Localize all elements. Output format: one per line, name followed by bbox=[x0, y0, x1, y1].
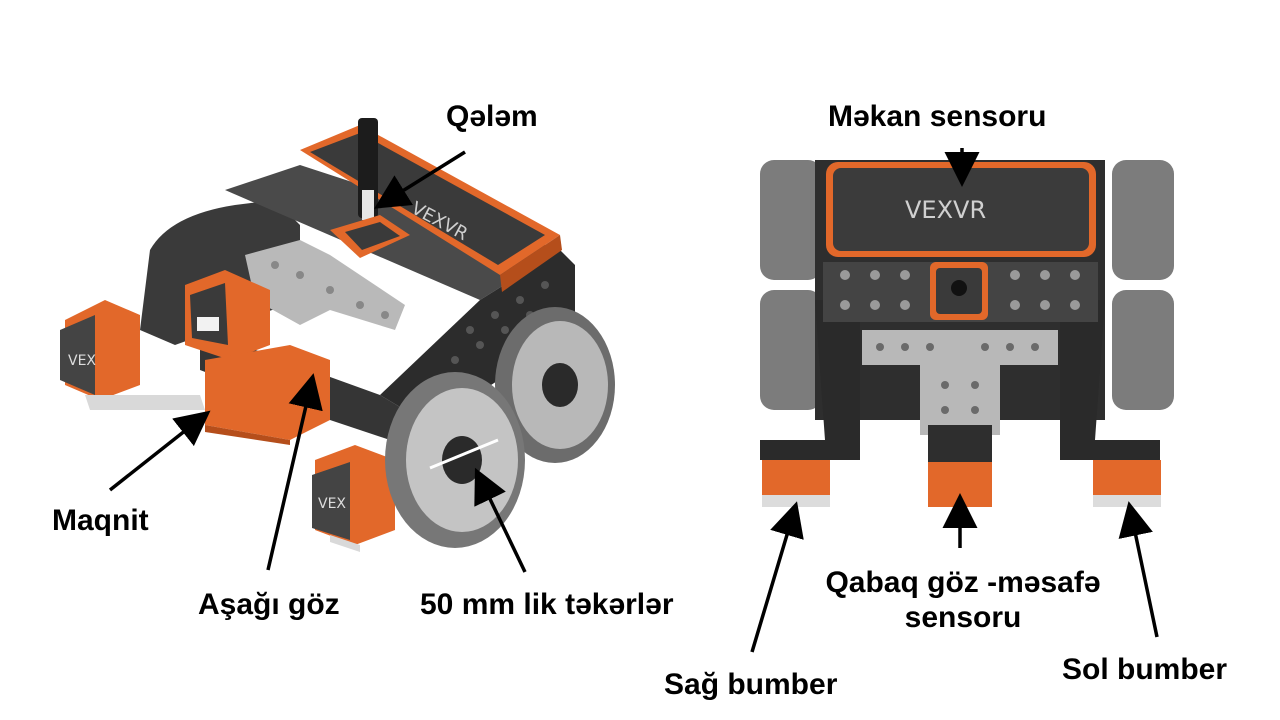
down-eye-module bbox=[185, 270, 270, 360]
robot-front-view: VEXVR bbox=[760, 160, 1174, 507]
arrow-wheels bbox=[474, 467, 527, 573]
label-left-bumper: Sol bumber bbox=[1062, 653, 1228, 686]
right-bumper-front bbox=[762, 460, 830, 507]
location-sensor-front: VEXVR bbox=[826, 162, 1096, 257]
vexvr-logo-front: VEXVR bbox=[905, 196, 986, 224]
label-front-eye-line2: sensoru bbox=[904, 600, 1022, 634]
magnet-module bbox=[205, 345, 330, 445]
label-wheels: 50 mm lik təkərlər bbox=[420, 588, 674, 621]
label-location-sensor: Məkan sensoru bbox=[828, 100, 1047, 133]
vex-logo-front: VEX bbox=[318, 496, 346, 512]
arrow-magnet bbox=[108, 410, 211, 492]
pen-module bbox=[330, 118, 410, 258]
left-bumper-front bbox=[1093, 460, 1161, 507]
label-pen: Qələm bbox=[446, 100, 538, 133]
arrow-right-bumper bbox=[750, 501, 804, 653]
arrow-left-bumper bbox=[1118, 501, 1159, 638]
arrow-down-eye bbox=[266, 373, 323, 571]
left-bumper-iso: VEX bbox=[60, 300, 205, 410]
label-front-eye-line1: Qabaq göz -məsafə bbox=[825, 566, 1101, 599]
callout-arrows bbox=[108, 148, 1159, 653]
vex-logo-left: VEX bbox=[68, 353, 96, 369]
robot-isometric-view: VEXVR VEX bbox=[60, 118, 615, 552]
label-right-bumper: Sağ bumber bbox=[664, 668, 838, 701]
label-front-eye: Qabaq göz -məsafə sensoru bbox=[810, 566, 1116, 635]
arrow-pen bbox=[374, 150, 466, 209]
front-bumper-iso: VEX bbox=[312, 445, 395, 552]
label-magnet: Maqnit bbox=[52, 504, 149, 537]
label-down-eye: Aşağı göz bbox=[198, 588, 340, 621]
